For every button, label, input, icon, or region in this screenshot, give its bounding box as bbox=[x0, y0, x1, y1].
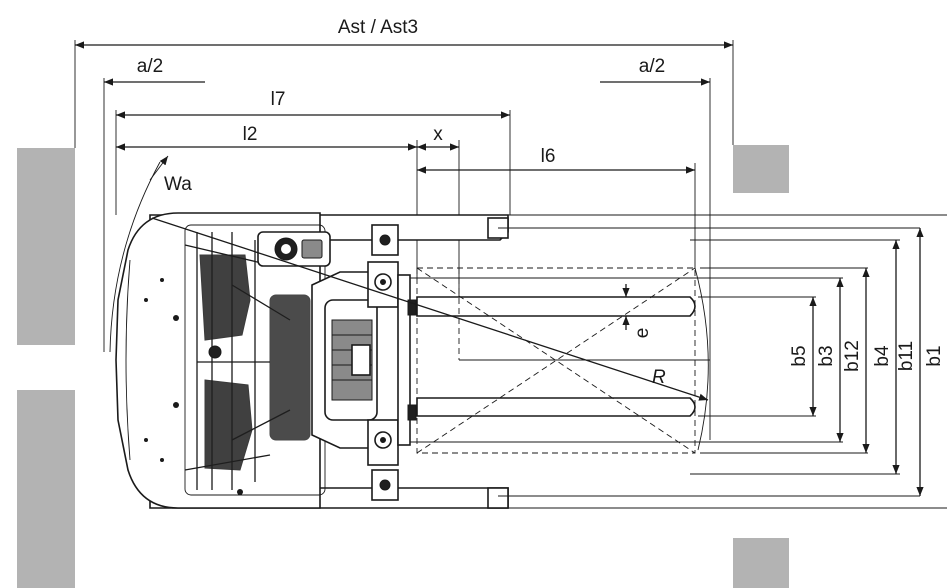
right-dimensions: b5 b3 b12 b4 b11 b1 bbox=[789, 228, 945, 496]
l7-label: l7 bbox=[271, 89, 286, 110]
e-label: e bbox=[632, 328, 653, 339]
forks bbox=[416, 296, 696, 417]
right-extension-lines bbox=[410, 214, 947, 509]
ast-label: Ast / Ast3 bbox=[338, 17, 418, 38]
l6-label: l6 bbox=[541, 146, 556, 167]
mast-carriage bbox=[311, 217, 509, 509]
load-pallet bbox=[416, 267, 710, 454]
wall-block-right-lower bbox=[733, 538, 789, 588]
x-label: x bbox=[433, 124, 443, 145]
wa-label: Wa bbox=[164, 174, 192, 195]
b4-label: b4 bbox=[872, 345, 893, 367]
b3-label: b3 bbox=[816, 345, 837, 366]
b11-label: b11 bbox=[896, 341, 917, 371]
l2-label: l2 bbox=[243, 124, 258, 145]
a2-left-label: a/2 bbox=[137, 56, 163, 77]
e-dimension: e bbox=[622, 284, 653, 339]
r-label: R bbox=[652, 367, 666, 388]
wall-block-left-upper bbox=[17, 148, 75, 345]
wall-block-right-upper bbox=[733, 145, 789, 193]
wa-radius: Wa bbox=[109, 155, 192, 353]
b5-label: b5 bbox=[789, 345, 810, 366]
top-dimensions: Ast / Ast3 a/2 a/2 l7 l2 x l6 bbox=[75, 17, 733, 174]
wall-block-left-lower bbox=[17, 390, 75, 588]
b12-label: b12 bbox=[842, 340, 863, 372]
r-radius: R bbox=[151, 217, 709, 451]
b1-label: b1 bbox=[924, 345, 945, 366]
aisle-walls bbox=[17, 145, 789, 588]
truck-frame bbox=[115, 212, 509, 509]
extension-lines bbox=[74, 40, 734, 440]
a2-right-label: a/2 bbox=[639, 56, 665, 77]
